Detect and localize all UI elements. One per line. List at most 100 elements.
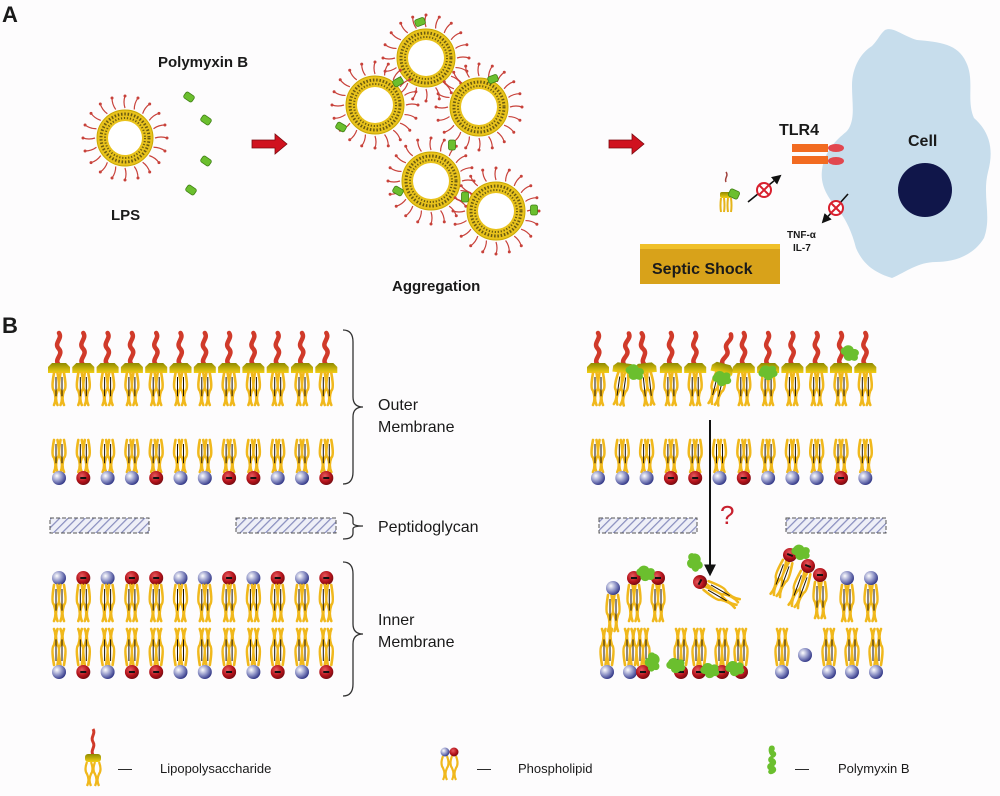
- lipid-tails: [269, 371, 286, 407]
- lps-chain-end: [98, 170, 102, 174]
- peptidoglycan-brace: [342, 512, 364, 540]
- polymyxin-b-bound: [725, 660, 745, 677]
- neutral-phospholipid-head: [785, 471, 800, 485]
- lps-chain-end: [411, 97, 415, 101]
- micelle-core: [413, 163, 449, 199]
- tail-shadow: [104, 589, 112, 611]
- lps-chain: [349, 129, 358, 141]
- lps-chain-end: [414, 90, 418, 94]
- micelle-core: [461, 89, 497, 125]
- lps-chain: [133, 166, 139, 178]
- o-antigen-chain: [788, 330, 796, 368]
- lps-chain-end: [424, 13, 428, 17]
- lps-chain: [339, 79, 351, 88]
- lps-chain-end: [442, 130, 446, 134]
- lps-chain-end: [394, 204, 398, 208]
- micelle-lipid-tails: [457, 85, 501, 129]
- cell-label: Cell: [908, 133, 937, 150]
- lps-chain: [520, 185, 531, 194]
- lps-chain-end: [98, 102, 102, 106]
- polymyxin-b-molecule: [200, 155, 212, 167]
- negative-charge-icon: [804, 564, 812, 568]
- negative-charge-icon: [250, 477, 257, 479]
- lps-chain: [384, 44, 397, 50]
- lps-chain-end: [81, 136, 85, 140]
- lipid-tails: [75, 627, 92, 667]
- polymyxin-b-bound: [666, 657, 686, 674]
- tail-shadow: [55, 444, 63, 464]
- o-antigen-chain: [273, 330, 282, 368]
- lipid-tails: [245, 627, 262, 667]
- head-sphere: [840, 571, 854, 585]
- o-antigen-chain: [297, 330, 306, 368]
- lps-chain: [465, 136, 471, 149]
- lps-chain: [443, 82, 452, 93]
- lps-core: [72, 363, 95, 373]
- tail-shadow: [55, 589, 63, 611]
- lps-chain-end: [452, 70, 456, 74]
- o-antigen-chain: [79, 330, 87, 368]
- tail-shadow: [177, 589, 184, 611]
- head-sphere: [858, 471, 873, 485]
- neutral-phospholipid-head: [52, 471, 66, 485]
- lps-core: [169, 363, 192, 373]
- tail-shadow: [79, 377, 87, 397]
- lipid-tails: [808, 371, 825, 407]
- lps-chain: [509, 105, 523, 108]
- neutral-phospholipid-head: [822, 665, 836, 679]
- lps-chain: [504, 169, 510, 182]
- inner-membrane-brace: [342, 561, 364, 697]
- lps-core: [48, 363, 70, 373]
- lps-chain: [85, 146, 97, 152]
- lps-chain: [439, 139, 445, 152]
- neutral-phospholipid-head: [864, 571, 878, 585]
- micelle-lipid-tails: [469, 184, 523, 238]
- lps-chain: [133, 97, 139, 110]
- lps-chain: [99, 162, 108, 173]
- lps-core: [242, 363, 265, 373]
- lipid-tails: [294, 438, 310, 474]
- head-sphere: [845, 665, 859, 679]
- phospholipid: [812, 568, 828, 620]
- neutral-phospholipid-head: [606, 581, 620, 595]
- lipopolysaccharide: [96, 330, 119, 407]
- aggregated-micelle: [386, 136, 476, 226]
- lps-chain-end: [163, 123, 167, 127]
- lps-chain: [385, 67, 397, 72]
- polymyxin-body: [487, 74, 499, 84]
- lps-chain-end: [477, 62, 481, 66]
- lps-polymyxin-complex-icon: [719, 171, 740, 213]
- anionic-phospholipid-head: [663, 471, 678, 485]
- lps-chain: [361, 134, 367, 147]
- lps-chain: [149, 155, 160, 164]
- lps-chain-end: [332, 116, 336, 120]
- tail-shadow: [630, 589, 638, 611]
- lps-chain-end: [469, 244, 473, 248]
- polymyxin-blob: [636, 565, 655, 582]
- lps-chain-end: [110, 96, 114, 100]
- lps-chain-end: [123, 94, 127, 98]
- lps-chain-end: [519, 174, 523, 178]
- polymyxin-b-bound: [700, 662, 720, 679]
- head-sphere: [606, 581, 620, 595]
- lps-core: [193, 363, 216, 373]
- lps-chain-end: [464, 204, 468, 208]
- lps-core: [218, 363, 241, 373]
- lipid-tails: [197, 627, 213, 667]
- lipid-tails: [221, 627, 237, 667]
- lipid-tails: [760, 371, 776, 407]
- lipid-tails: [622, 627, 638, 667]
- polymyxin-b-molecule: [448, 139, 456, 151]
- lps-group: [587, 330, 609, 407]
- tail-shadow: [274, 444, 282, 464]
- lps-group: [707, 332, 734, 407]
- lipid-tails: [673, 627, 689, 667]
- head-sphere: [295, 571, 309, 585]
- lipid-tails: [590, 371, 606, 407]
- outer-membrane-disrupted: [587, 330, 877, 485]
- lps-chain-end: [529, 184, 533, 188]
- lipopolysaccharide: [169, 330, 192, 407]
- polymyxin-b-molecule: [200, 114, 212, 126]
- negative-charge-icon: [226, 577, 233, 579]
- anionic-phospholipid-head: [222, 571, 237, 585]
